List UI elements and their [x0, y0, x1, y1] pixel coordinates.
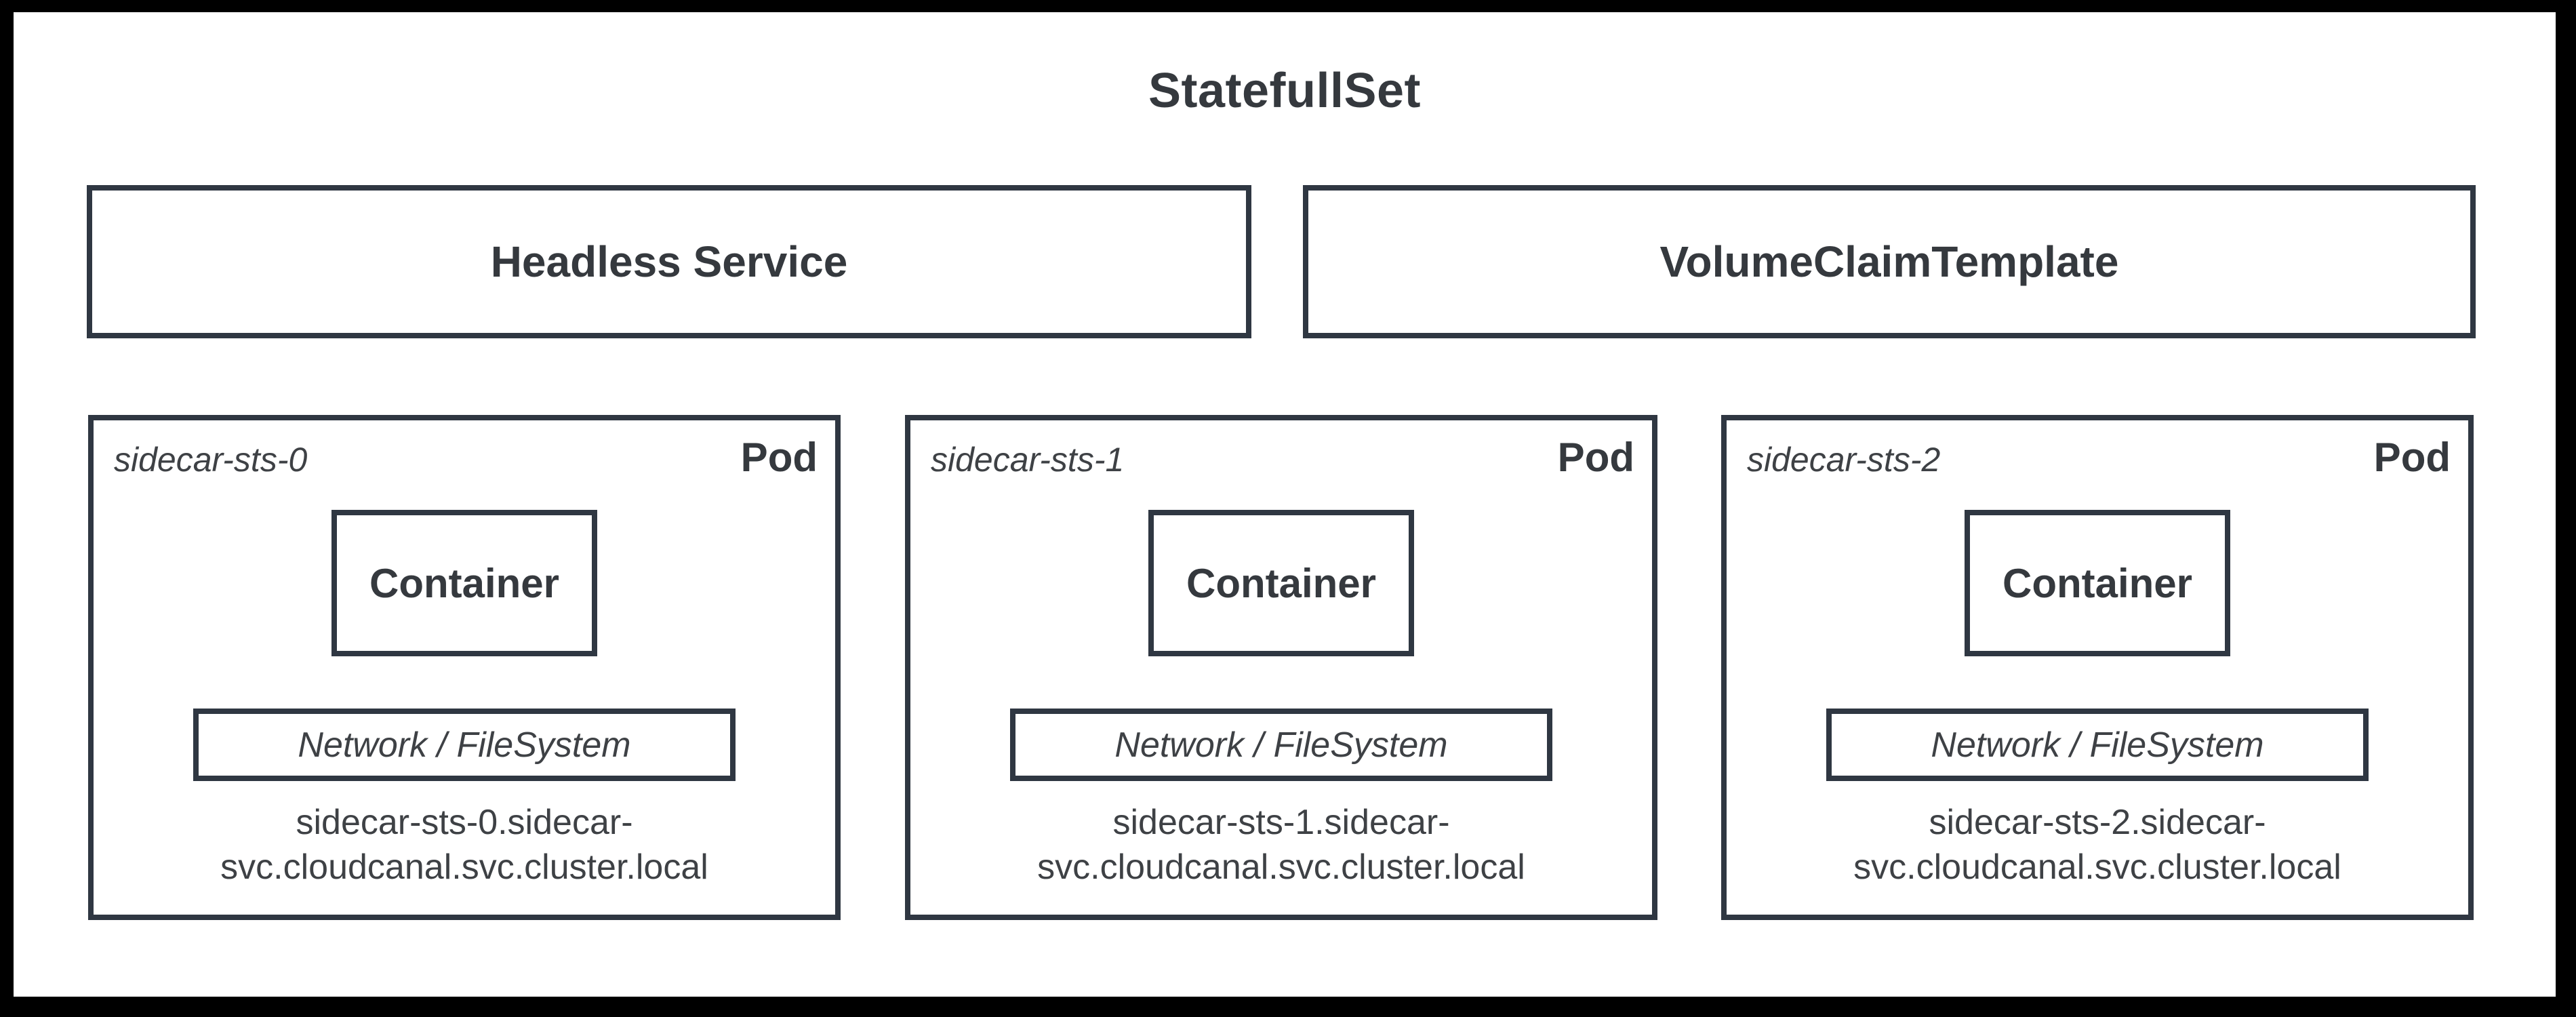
pod-box-sidecar-sts-0: sidecar-sts-0 Pod Container Network / Fi… — [88, 415, 841, 920]
network-filesystem-label: Network / FileSystem — [1114, 725, 1448, 765]
pod-box-sidecar-sts-1: sidecar-sts-1 Pod Container Network / Fi… — [905, 415, 1657, 920]
pod-type-label: Pod — [1557, 435, 1634, 480]
pod-box-sidecar-sts-2: sidecar-sts-2 Pod Container Network / Fi… — [1721, 415, 2474, 920]
pod-header: sidecar-sts-1 Pod — [910, 434, 1652, 481]
pod-type-label: Pod — [740, 435, 818, 480]
pod-dns-line-1: sidecar-sts-0.sidecar- — [296, 803, 633, 842]
network-filesystem-box: Network / FileSystem — [1010, 709, 1552, 781]
container-box: Container — [331, 510, 597, 656]
pod-dns-text: sidecar-sts-0.sidecar- svc.cloudcanal.sv… — [94, 800, 835, 890]
network-filesystem-label: Network / FileSystem — [298, 725, 631, 765]
pod-type-label: Pod — [2373, 435, 2451, 480]
pod-name-label: sidecar-sts-0 — [114, 441, 308, 479]
pod-name-label: sidecar-sts-2 — [1747, 441, 1941, 479]
pod-header: sidecar-sts-0 Pod — [94, 434, 835, 481]
statefulset-diagram: StatefullSet Headless Service VolumeClai… — [14, 12, 2556, 997]
container-label: Container — [1186, 560, 1377, 606]
volume-claim-template-box: VolumeClaimTemplate — [1303, 185, 2476, 338]
pod-header: sidecar-sts-2 Pod — [1727, 434, 2468, 481]
pod-dns-text: sidecar-sts-2.sidecar- svc.cloudcanal.sv… — [1727, 800, 2468, 890]
network-filesystem-label: Network / FileSystem — [1931, 725, 2264, 765]
pod-name-label: sidecar-sts-1 — [931, 441, 1125, 479]
pod-dns-line-2: svc.cloudcanal.svc.cluster.local — [1037, 848, 1525, 887]
container-box: Container — [1965, 510, 2230, 656]
network-filesystem-box: Network / FileSystem — [1826, 709, 2369, 781]
volume-claim-template-label: VolumeClaimTemplate — [1659, 237, 2119, 286]
container-label: Container — [369, 560, 560, 606]
headless-service-box: Headless Service — [87, 185, 1251, 338]
diagram-title: StatefullSet — [1148, 64, 1422, 118]
pod-dns-line-2: svc.cloudcanal.svc.cluster.local — [1853, 848, 2341, 887]
container-label: Container — [2002, 560, 2193, 606]
headless-service-label: Headless Service — [490, 237, 848, 286]
container-box: Container — [1148, 510, 1414, 656]
network-filesystem-box: Network / FileSystem — [193, 709, 736, 781]
pod-dns-line-1: sidecar-sts-1.sidecar- — [1112, 803, 1450, 842]
pod-dns-line-1: sidecar-sts-2.sidecar- — [1929, 803, 2266, 842]
pod-dns-text: sidecar-sts-1.sidecar- svc.cloudcanal.sv… — [910, 800, 1652, 890]
pod-dns-line-2: svc.cloudcanal.svc.cluster.local — [220, 848, 708, 887]
